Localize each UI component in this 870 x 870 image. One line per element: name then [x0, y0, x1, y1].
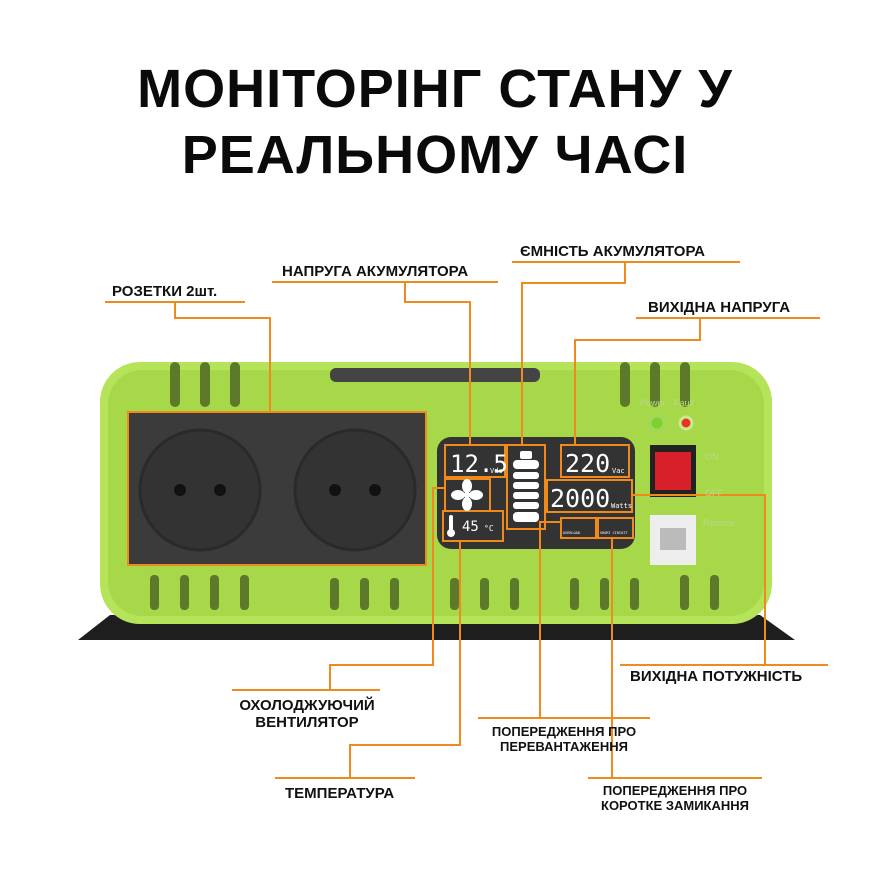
callout-short-circuit: ПОПЕРЕДЖЕННЯ ПРО КОРОТКЕ ЗАМИКАННЯ [584, 783, 766, 813]
lcd-battery-unit: Vdc [490, 467, 503, 475]
lcd-output-unit: Vac [612, 467, 625, 475]
overload-indicator: OVERLOAD [563, 531, 580, 535]
callout-lines [105, 261, 828, 779]
power-led [648, 414, 666, 432]
switch-off-label: OFF [705, 488, 723, 498]
top-vents [170, 362, 690, 407]
lcd-battery-voltage: 12.5 [450, 450, 508, 478]
callout-temperature: ТЕМПЕРАТУРА [285, 785, 395, 802]
lcd-temperature: 45 [462, 519, 479, 535]
bottom-vents [150, 575, 719, 610]
callout-sockets: РОЗЕТКИ 2шт. [112, 283, 218, 300]
fan-icon [451, 479, 483, 511]
short-circuit-indicator: SHORT CIRCUIT [600, 531, 628, 535]
callout-battery-capacity: ЄМНІСТЬ АКУМУЛЯТОРА [520, 243, 705, 260]
remote-label: Remote [703, 518, 735, 528]
callout-overload: ПОПЕРЕДЖЕННЯ ПРО ПЕРЕВАНТАЖЕННЯ [474, 724, 654, 754]
callout-fan-line1: ОХОЛОДЖУЮЧИЙ [239, 697, 375, 714]
battery-level-icon [513, 451, 539, 522]
callout-overload-line2: ПЕРЕВАНТАЖЕННЯ [500, 739, 628, 754]
fault-led [678, 415, 694, 431]
title-line-1: МОНІТОРІНГ СТАНУ У [137, 59, 733, 119]
callout-fan-line2: ВЕНТИЛЯТОР [255, 714, 359, 731]
callout-short-line1: ПОПЕРЕДЖЕННЯ ПРО [602, 783, 748, 798]
lcd-output-voltage: 220 [565, 449, 610, 478]
lcd-power-unit: Watts [611, 502, 632, 510]
callout-battery-voltage: НАПРУГА АКУМУЛЯТОРА [282, 263, 469, 280]
callout-output-voltage: ВИХІДНА НАПРУГА [648, 299, 791, 316]
callout-overload-line1: ПОПЕРЕДЖЕННЯ ПРО [491, 724, 637, 739]
socket-left [138, 428, 262, 552]
thermometer-icon [447, 515, 455, 537]
callout-short-line2: КОРОТКЕ ЗАМИКАННЯ [601, 798, 749, 813]
switch-on-label: ON [705, 452, 719, 462]
lcd-output-power: 2000 [550, 484, 610, 513]
lcd-temp-unit: °C [484, 524, 494, 533]
power-led-label: Power [640, 398, 666, 408]
title-line-2: РЕАЛЬНОМУ ЧАСІ [181, 125, 689, 185]
fault-led-label: Fault [674, 398, 695, 408]
socket-right [293, 428, 417, 552]
callout-fan: ОХОЛОДЖУЮЧИЙ ВЕНТИЛЯТОР [232, 697, 382, 731]
callout-output-power: ВИХІДНА ПОТУЖНІСТЬ [630, 668, 803, 685]
